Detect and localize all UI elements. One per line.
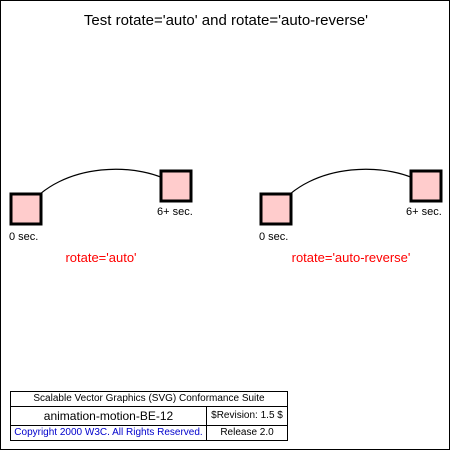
right-end-box xyxy=(409,169,443,203)
left-start-box xyxy=(9,192,43,226)
test-legend: Scalable Vector Graphics (SVG) Conforman… xyxy=(10,391,288,441)
suite-name: Scalable Vector Graphics (SVG) Conforman… xyxy=(11,392,287,407)
test-name: animation-motion-BE-12 xyxy=(11,407,207,426)
left-end-box xyxy=(159,169,193,203)
left-end-time-label: 6+ sec. xyxy=(157,206,193,218)
right-end-time-label: 6+ sec. xyxy=(406,206,442,218)
right-caption: rotate='auto-reverse' xyxy=(291,250,411,265)
release-label: Release 2.0 xyxy=(220,427,274,438)
right-start-box xyxy=(259,192,293,226)
page-title: Test rotate='auto' and rotate='auto-reve… xyxy=(83,12,369,29)
right-start-time-label: 0 sec. xyxy=(259,231,289,243)
right-motion-path xyxy=(275,168,427,210)
left-start-time-label: 0 sec. xyxy=(9,231,39,243)
left-caption: rotate='auto' xyxy=(65,250,137,265)
revision-label: $Revision: 1.5 $ xyxy=(207,407,287,426)
copyright-notice: Copyright 2000 W3C. All Rights Reserved. xyxy=(11,426,207,440)
left-motion-path xyxy=(25,168,177,210)
